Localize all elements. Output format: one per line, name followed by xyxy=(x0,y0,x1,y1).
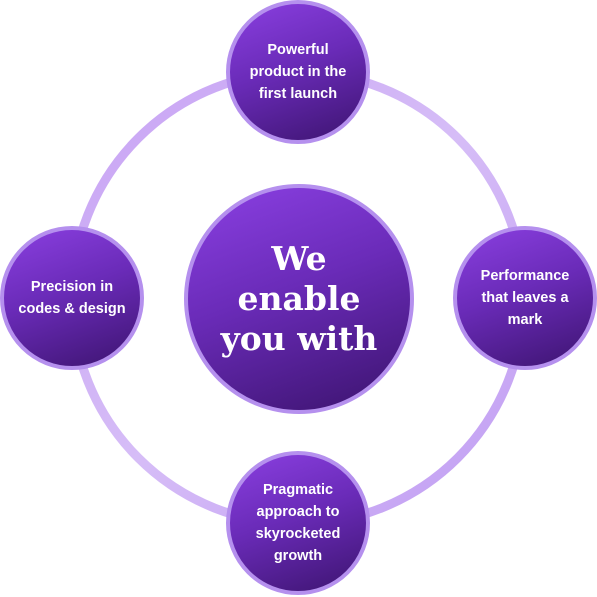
node-performance: Performance that leaves a mark xyxy=(453,226,597,370)
node-pragmatic-approach: Pragmatic approach to skyrocketed growth xyxy=(226,451,370,595)
node-powerful-product: Powerful product in the first launch xyxy=(226,0,370,144)
node-powerful-product-label: Powerful product in the first launch xyxy=(249,42,347,102)
center-node: We enable you with xyxy=(184,184,414,414)
node-pragmatic-approach-label: Pragmatic approach to skyrocketed growth xyxy=(255,482,341,564)
node-precision-label: Precision in codes & design xyxy=(18,279,126,317)
center-node-label: We enable you with xyxy=(220,239,378,358)
node-performance-label: Performance that leaves a mark xyxy=(480,268,570,328)
node-precision: Precision in codes & design xyxy=(0,226,144,370)
